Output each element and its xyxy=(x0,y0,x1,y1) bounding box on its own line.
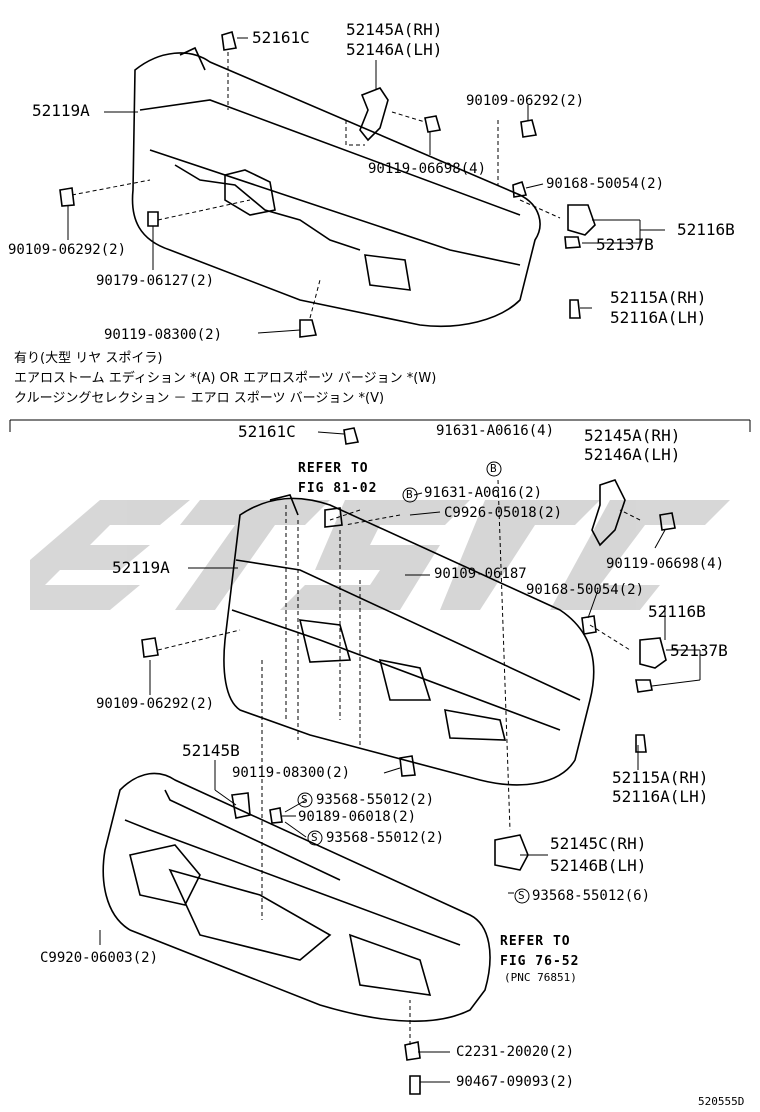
upper-part-52115a: 52115A(RH) xyxy=(610,288,707,307)
lower-part-c2231: C2231-20020(2) xyxy=(456,1044,575,1060)
lower-refer-to-1: REFER TO xyxy=(298,461,369,476)
lower-part-90168: 90168-50054(2) xyxy=(526,582,645,598)
note-line-2: エアロストーム エディション *(A) OR エアロスポーツ バージョン *(W… xyxy=(14,371,437,386)
lower-bumper-assembly xyxy=(102,427,676,1095)
lower-part-90119-b: 90119-08300(2) xyxy=(232,765,351,781)
lower-part-93568-c: 93568-55012(6) xyxy=(532,888,651,904)
lower-part-c9920: C9920-06003(2) xyxy=(40,950,159,966)
lower-part-52145c: 52145C(RH) xyxy=(550,834,647,853)
lower-part-93568-a: 93568-55012(2) xyxy=(316,792,435,808)
upper-part-90119-a: 90119-06698(4) xyxy=(368,161,487,177)
upper-part-52137b: 52137B xyxy=(596,235,654,254)
marker-b-2: B xyxy=(406,488,413,501)
lower-part-90109-06187: 90109-06187 xyxy=(434,566,527,582)
lower-fig-76-52: FIG 76-52 xyxy=(500,954,580,969)
lower-part-52145a: 52145A(RH) xyxy=(584,426,681,445)
upper-part-52116a: 52116A(LH) xyxy=(610,308,707,327)
marker-s-3: S xyxy=(518,889,525,902)
lower-part-90109-06292: 90109-06292(2) xyxy=(96,696,215,712)
lower-part-90119-a: 90119-06698(4) xyxy=(606,556,725,572)
s-b-markers xyxy=(297,461,530,904)
upper-part-52146a: 52146A(LH) xyxy=(346,40,443,59)
lower-leader-lines xyxy=(99,431,701,1083)
lower-part-91631-b: 91631-A0616(2) xyxy=(424,485,543,501)
lower-part-52161c: 52161C xyxy=(238,422,296,441)
lower-part-91631-a: 91631-A0616(4) xyxy=(436,423,555,439)
lower-part-52146a: 52146A(LH) xyxy=(584,445,681,464)
lower-part-90189: 90189-06018(2) xyxy=(298,809,417,825)
lower-part-52119a: 52119A xyxy=(112,558,170,577)
lower-part-93568-b: 93568-55012(2) xyxy=(326,830,445,846)
lower-part-52137b: 52137B xyxy=(670,641,728,660)
upper-part-90168: 90168-50054(2) xyxy=(546,176,665,192)
upper-leader-lines xyxy=(67,37,665,334)
lower-part-52146b: 52146B(LH) xyxy=(550,856,647,875)
watermark-logo xyxy=(30,500,730,610)
lower-part-90467: 90467-09093(2) xyxy=(456,1074,575,1090)
lower-refer-to-2: REFER TO xyxy=(500,934,571,949)
note-line-1: 有り(大型 リヤ スポイラ) xyxy=(14,351,163,366)
marker-b-1: B xyxy=(490,462,497,475)
lower-part-c9926: C9926-05018(2) xyxy=(444,505,563,521)
diagram-code: 520555D xyxy=(698,1095,745,1108)
upper-part-52116b: 52116B xyxy=(677,220,735,239)
upper-part-90109-a: 90109-06292(2) xyxy=(8,242,127,258)
upper-part-52119a: 52119A xyxy=(32,101,90,120)
marker-s-1: S xyxy=(301,793,308,806)
upper-part-52145a: 52145A(RH) xyxy=(346,20,443,39)
lower-part-52116b: 52116B xyxy=(648,602,706,621)
upper-part-90179: 90179-06127(2) xyxy=(96,273,215,289)
upper-part-90119-b: 90119-08300(2) xyxy=(104,327,223,343)
lower-part-52116a: 52116A(LH) xyxy=(612,787,709,806)
lower-part-52145b: 52145B xyxy=(182,741,240,760)
upper-part-52161c: 52161C xyxy=(252,28,310,47)
note-line-3: クルージングセレクション － エアロ スポーツ バージョン *(V) xyxy=(14,391,385,406)
upper-part-90109-b: 90109-06292(2) xyxy=(466,93,585,109)
lower-part-52115a: 52115A(RH) xyxy=(612,768,709,787)
lower-fig-81-02: FIG 81-02 xyxy=(298,481,378,496)
upper-bumper-assembly xyxy=(59,30,596,338)
marker-s-2: S xyxy=(311,831,318,844)
lower-pnc-76851: (PNC 76851) xyxy=(504,971,577,984)
